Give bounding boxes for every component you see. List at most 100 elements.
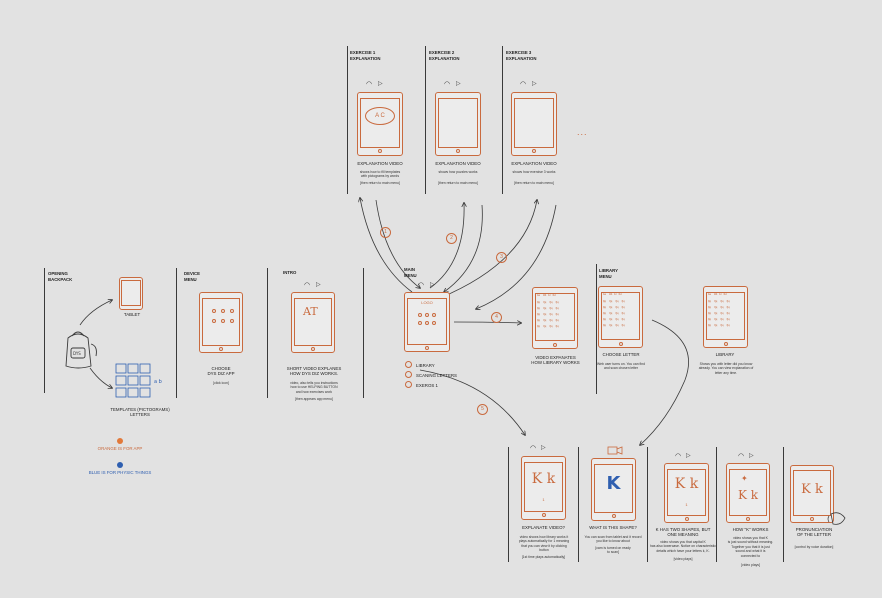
- wifi-icon: ◠: [418, 282, 425, 289]
- main-item-2-bullet: [405, 371, 412, 378]
- play-icon: ▷: [378, 81, 383, 87]
- header-device-menu: DEVICE MENU: [184, 271, 200, 282]
- divider-opening: [44, 268, 45, 393]
- divider-ex2: [425, 46, 426, 194]
- screen-text: Qq Qq Qq Qq: [603, 300, 625, 303]
- svg-text:DYS: DYS: [73, 351, 81, 356]
- flow-2-desc: You can scan from tablet and it record y…: [584, 535, 642, 544]
- main-item-exercises: EXEROS 1: [416, 383, 438, 388]
- flow-1-desc: video shows how library works it plays a…: [518, 535, 570, 553]
- step-2: 2: [446, 233, 457, 244]
- screen-text: Qq Qq Qq Qq: [537, 313, 559, 316]
- note-then-appears: [then appears app menu]: [295, 397, 333, 401]
- label-tablet: TABLET: [123, 312, 141, 317]
- exercise-1-bubble-sketch: A C: [365, 107, 395, 125]
- choose-letter-desc: Web user turns on. You can find and scan…: [596, 362, 645, 371]
- arrow-main-to-ex2: [429, 203, 464, 289]
- flow-4-desc: video shows you that K is just sound wit…: [727, 536, 774, 558]
- divider-flow-3: [716, 447, 717, 562]
- screen-text: Qq Qq Qq Qq: [603, 312, 625, 315]
- wifi-icon: ◠: [444, 81, 451, 88]
- flow-5-note: [control by voice duration]: [794, 545, 834, 549]
- arrow-ex2-to-main: [444, 204, 483, 292]
- legend-blue-label: BLUE IS FOR PHYSIC THINGS: [88, 470, 152, 475]
- main-item-3-bullet: [405, 381, 412, 388]
- play-icon: ▷: [541, 445, 546, 451]
- flow-3-caption: K HAS TWO SHAPES, BUT ONE MEANING: [655, 527, 711, 538]
- divider-library: [596, 264, 597, 394]
- tablet-how-k-works: ✦ K k: [726, 463, 770, 523]
- tablet-intro: AT: [291, 292, 335, 353]
- divider-flow-start: [508, 447, 509, 562]
- step-3: 3: [496, 252, 507, 263]
- step-5: 5: [477, 404, 488, 415]
- flow-3-desc: video shows you that capital K has also …: [650, 540, 716, 553]
- header-main-menu: MAIN MENU: [404, 267, 417, 278]
- intro-description: video, also tells you instructions how t…: [290, 381, 338, 394]
- arrow-ex3-to-main: [476, 204, 557, 309]
- label-templates: TEMPLATES (PICTOGRAMS) LETTERS: [110, 407, 170, 418]
- header-exercise-3: EXERCISE 3 EXPLANATION: [506, 50, 537, 61]
- wifi-icon: ◠: [520, 81, 527, 88]
- ex2-caption: EXPLANATION VIDEO: [435, 161, 481, 166]
- screen-text: K k: [531, 471, 556, 487]
- ex3-desc: shows how exercise 3 works: [512, 170, 556, 174]
- library-video-caption: VIDEO EXPANATES HOW LIBRARY WORKS: [531, 355, 580, 366]
- screen-text: K k: [737, 488, 759, 502]
- ex3-note: [then return to main menu]: [514, 181, 554, 185]
- play-icon: ▷: [316, 282, 321, 288]
- tablet-two-shapes: K k 1: [664, 463, 709, 523]
- screen-text: Qq Qq Qq Qq: [603, 318, 625, 321]
- wifi-icon: ◠: [738, 453, 745, 460]
- tablet-library: Aa Bb Cc Dd Qq Qq Qq Qq Qq Qq Qq Qq Qq Q…: [703, 286, 748, 348]
- screen-text: Qq Qq Qq Qq: [708, 318, 730, 321]
- flow-4-note: [video plays]: [741, 563, 760, 567]
- arrow-main-to-flow: [419, 369, 525, 435]
- divider-flow-2: [647, 447, 648, 562]
- tablet-what-is-shape: K: [591, 458, 636, 521]
- screen-text: Qq Qq Qq Qq: [708, 306, 730, 309]
- note-click-icon: [click icon]: [213, 381, 229, 385]
- flow-2-caption: WHAT IS THIS SHAPE?: [589, 525, 637, 530]
- wifi-icon: ◠: [675, 453, 682, 460]
- flow-5-caption: PRONUNCIATION OF THE LETTER: [795, 527, 833, 538]
- screen-text: Qq Qq Qq Qq: [708, 300, 730, 303]
- arrow-library-to-flow: [640, 319, 689, 445]
- screen-text: Qq Qq Qq Qq: [708, 312, 730, 315]
- divider-main: [363, 268, 364, 398]
- screen-text: Aa Bb Cc Dd: [537, 294, 556, 297]
- screen-text: Qq Qq Qq Qq: [537, 301, 559, 304]
- divider-ex3: [502, 46, 503, 194]
- main-item-1-bullet: [405, 361, 412, 368]
- tablet-explanate-video: K k 1: [521, 456, 566, 520]
- screen-text: Aa Bb Cc Dd: [603, 293, 622, 296]
- screen-text: K k: [801, 482, 823, 497]
- divider-ex1: [347, 46, 348, 194]
- screen-text: 1: [685, 502, 688, 507]
- flow-3-note: [video plays]: [673, 557, 693, 561]
- arrow-backpack-to-templates: [89, 367, 112, 388]
- screen-text: Qq Qq Qq Qq: [603, 324, 625, 327]
- header-opening-backpack: OPENING BACKPACK: [48, 271, 73, 282]
- screen-text: 1: [542, 497, 545, 502]
- play-icon: ▷: [532, 81, 537, 87]
- ex2-note: [then return to main menu]: [438, 181, 478, 185]
- ex1-desc: shows how to fill templates with pictogr…: [359, 170, 401, 179]
- header-exercise-2: EXERCISE 2 EXPLANATION: [429, 50, 460, 61]
- ex1-caption: EXPLANATION VIDEO: [357, 161, 403, 166]
- intro-letters-sketch: AT: [303, 305, 318, 318]
- screen-text: Qq Qq Qq Qq: [537, 307, 559, 310]
- camera-icon: [607, 446, 623, 455]
- screen-text: K k: [674, 476, 699, 492]
- tablet-device-menu: [199, 292, 243, 353]
- flow-1-note: [1st time plays automatically]: [521, 555, 566, 559]
- choose-letter-caption: CHOOSE LETTER: [602, 352, 640, 357]
- tablet-main-menu: LOGO: [404, 292, 450, 352]
- play-icon: ▷: [686, 453, 691, 459]
- templates-pictograms-icon: a b: [115, 363, 162, 398]
- step-4: 4: [491, 312, 502, 323]
- play-icon: ▷: [430, 282, 435, 288]
- more-exercises-ellipsis: ...: [577, 127, 588, 137]
- arrow-backpack-to-tablet: [79, 300, 112, 326]
- screen-text: Qq Qq Qq Qq: [603, 306, 625, 309]
